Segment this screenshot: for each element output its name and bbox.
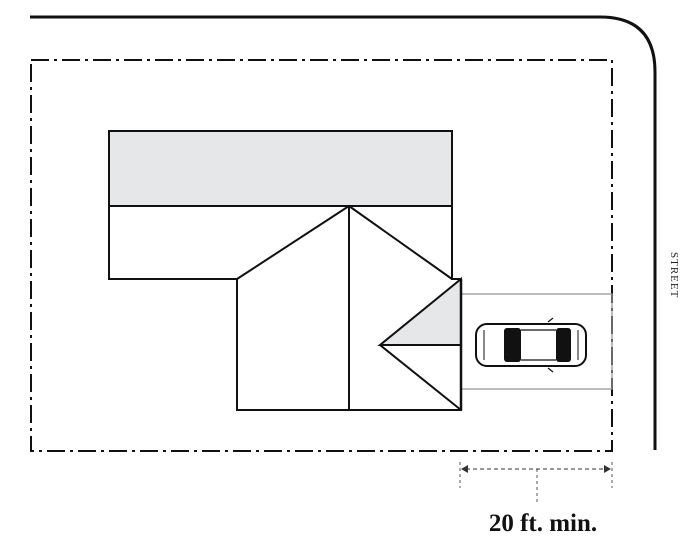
car-mirror-right	[547, 367, 554, 373]
car-mirror-left	[547, 317, 554, 323]
house-rear-wing-shaded-roof	[108, 130, 453, 207]
front-gable-roof-left	[236, 205, 350, 280]
dimension-label: 20 ft. min.	[488, 510, 598, 537]
car-windshield	[556, 328, 571, 362]
garage-gable-lower	[379, 344, 462, 411]
car-rear-window	[504, 328, 521, 362]
property-setback-line	[30, 59, 613, 452]
front-gable-roof-right	[348, 205, 453, 280]
house-outline	[108, 205, 462, 411]
street-label: STREET	[668, 251, 680, 299]
dimension-arrow-right	[604, 465, 611, 473]
dimension-indicator	[459, 462, 613, 505]
street-curb-line	[30, 15, 657, 450]
car-top-view	[475, 317, 587, 373]
dimension-arrow-left	[461, 465, 468, 473]
